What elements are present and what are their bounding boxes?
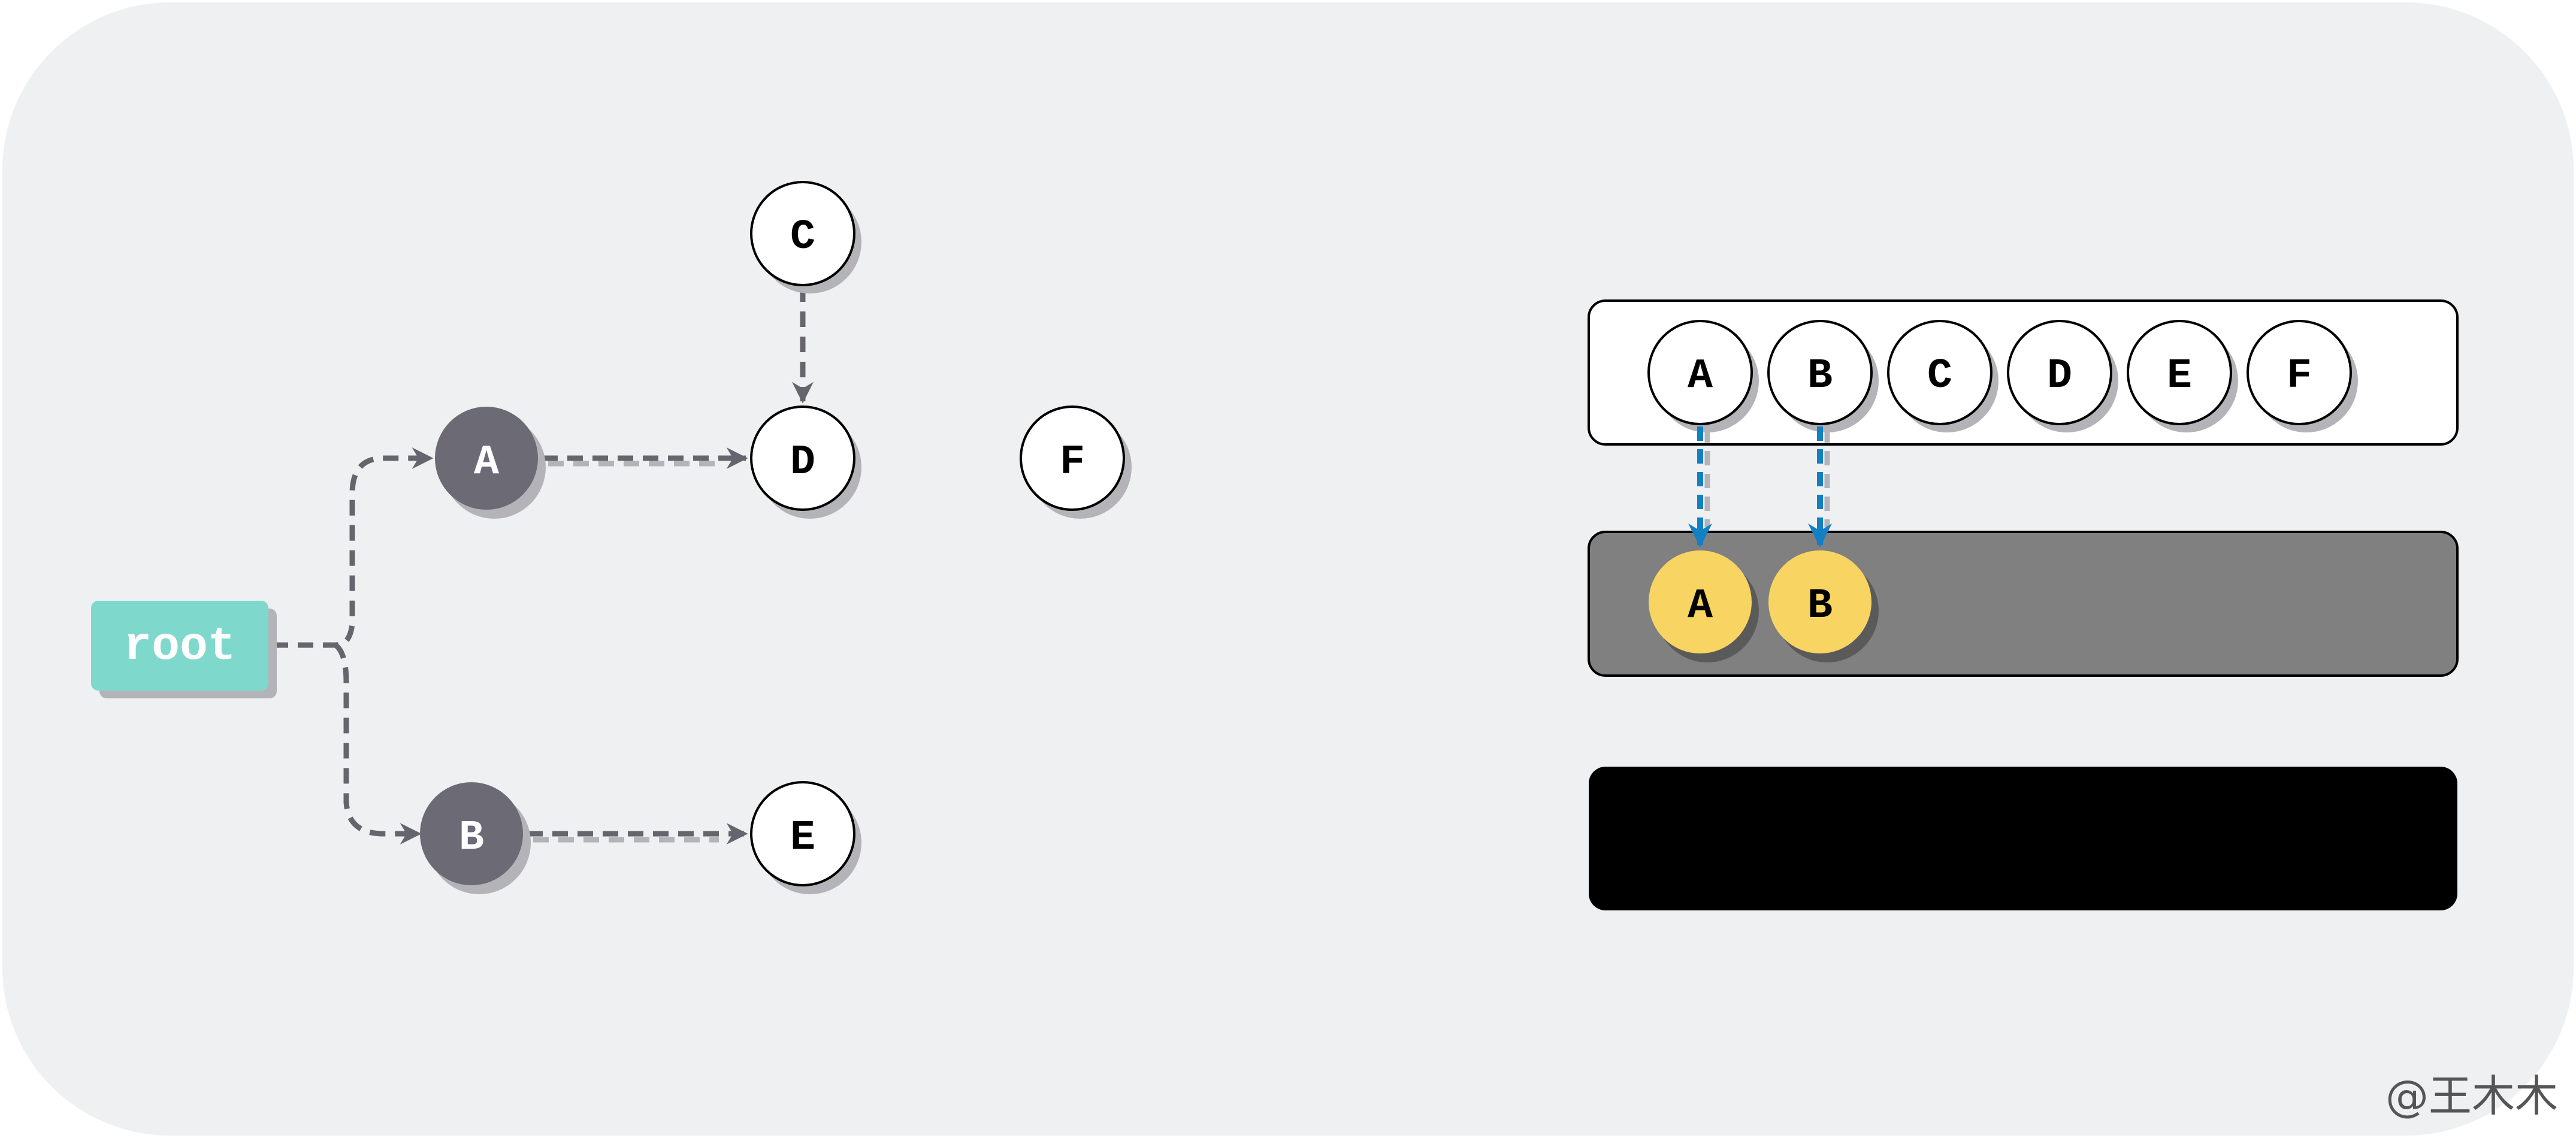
root-node: root <box>91 601 277 698</box>
root-node-box <box>91 601 268 691</box>
tree-node-e: E <box>750 781 861 894</box>
tree-node-a: A <box>435 407 546 519</box>
queue-item-a-label: A <box>1688 353 1713 400</box>
in-progress-item-a-label: A <box>1688 583 1713 630</box>
queue-item-c-label: C <box>1927 353 1952 400</box>
tree-node-b-label: B <box>459 815 484 862</box>
tree-node-a-label: A <box>474 439 499 486</box>
edge-root-a <box>273 447 434 648</box>
queue-item-f-label: F <box>2287 353 2312 400</box>
tree-node-e-label: E <box>790 815 815 862</box>
all-nodes-queue: A B C D E F <box>1647 320 2358 432</box>
tree-node-b: B <box>420 782 531 894</box>
tree-node-c-label: C <box>790 214 815 261</box>
edge-a-d <box>542 447 748 469</box>
in-progress-queue: A B <box>1649 550 1879 662</box>
tree-node-c: C <box>750 181 861 293</box>
edge-b-e <box>527 823 748 845</box>
queue-item-f: F <box>2247 320 2358 432</box>
tree-node-f: F <box>1020 405 1132 519</box>
queue-item-e-label: E <box>2167 353 2192 400</box>
watermark: @王木木 <box>2385 1071 2558 1121</box>
queue-item-a: A <box>1647 320 1759 432</box>
queue-item-e: E <box>2127 320 2238 432</box>
queue-item-c: C <box>1887 320 1998 432</box>
queue-item-b: B <box>1767 320 1879 432</box>
done-panel <box>1589 767 2457 910</box>
in-progress-item-b-label: B <box>1807 583 1833 630</box>
queue-item-d: D <box>2007 320 2118 432</box>
in-progress-item-b: B <box>1768 550 1879 662</box>
transfer-arrow-b <box>1808 426 1832 547</box>
queue-item-d-label: D <box>2047 353 2072 400</box>
queue-item-b-label: B <box>1807 353 1833 400</box>
transfer-arrow-a <box>1688 426 1712 547</box>
in-progress-item-a: A <box>1649 550 1759 662</box>
root-label: root <box>123 621 235 673</box>
edge-root-b <box>334 643 422 845</box>
tree-node-d-label: D <box>790 439 815 486</box>
tree-node-d: D <box>750 405 861 519</box>
tree-node-f-label: F <box>1060 439 1085 486</box>
